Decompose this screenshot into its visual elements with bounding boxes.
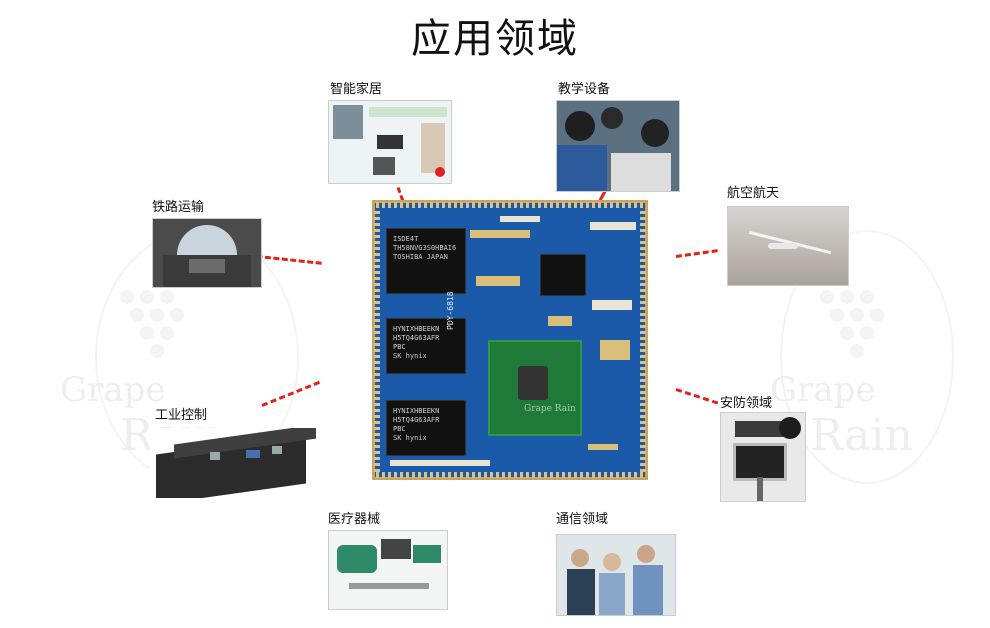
board-pins-bottom <box>376 472 644 478</box>
communication-image <box>556 534 676 616</box>
label-smart-home: 智能家居 <box>330 82 383 97</box>
board-pins-top <box>376 202 644 208</box>
component-row-7 <box>390 460 490 466</box>
flash-chip-text: ISDE4T TH58NVG3S0HBAI6 TOSHIBA JAPAN <box>393 235 457 261</box>
flash-chip: ISDE4T TH58NVG3S0HBAI6 TOSHIBA JAPAN <box>386 228 466 294</box>
ram-chip-1-text: HYNIXHBEEKN H5TQ4G63AFR PBC SK hynix <box>393 325 440 360</box>
label-industrial: 工业控制 <box>155 408 208 423</box>
medical-equipment-image <box>328 530 448 610</box>
connector-aerospace <box>675 249 718 258</box>
aerospace-image <box>727 206 849 286</box>
board-pins-right <box>640 208 646 472</box>
component-row-9 <box>500 216 540 222</box>
watermark-word-grape: Grape <box>60 370 166 410</box>
component-row-1 <box>470 230 530 238</box>
soc-label: Grape Rain <box>524 404 576 414</box>
label-railway: 铁路运输 <box>152 200 205 215</box>
component-row-3 <box>548 316 572 326</box>
security-image <box>720 412 806 502</box>
board-model: PDY-6818 <box>446 291 455 330</box>
pmic-chip <box>540 254 586 296</box>
connector-security <box>675 388 719 405</box>
component-row-4 <box>590 222 636 230</box>
board-pins-left <box>374 208 380 472</box>
page-title: 应用领域 <box>411 16 579 62</box>
ram-chip-1: HYNIXHBEEKN H5TQ4G63AFR PBC SK hynix <box>386 318 466 374</box>
watermark-word-rain-right: Rain <box>810 410 913 461</box>
teaching-equipment-image <box>556 100 680 192</box>
smart-home-image <box>328 100 452 184</box>
ram-chip-2-text: HYNIXHBEEKN H5TQ4G63AFR PBC SK hynix <box>393 407 440 442</box>
ram-chip-2: HYNIXHBEEKN H5TQ4G63AFR PBC SK hynix <box>386 400 466 456</box>
component-row-8 <box>588 444 618 450</box>
industrial-control-image <box>150 428 316 498</box>
label-teaching: 教学设备 <box>558 82 611 97</box>
label-communication: 通信领域 <box>556 512 609 527</box>
component-row-6 <box>600 340 630 360</box>
watermark-right: Grape Rain <box>770 230 970 490</box>
watermark-word-grape-right: Grape <box>770 370 876 410</box>
label-security: 安防领域 <box>720 396 773 411</box>
railway-transport-image <box>152 218 262 288</box>
soc-die <box>518 366 548 400</box>
label-medical: 医疗器械 <box>328 512 381 527</box>
component-row-2 <box>476 276 520 286</box>
component-row-5 <box>592 300 632 310</box>
label-aerospace: 航空航天 <box>727 186 780 201</box>
